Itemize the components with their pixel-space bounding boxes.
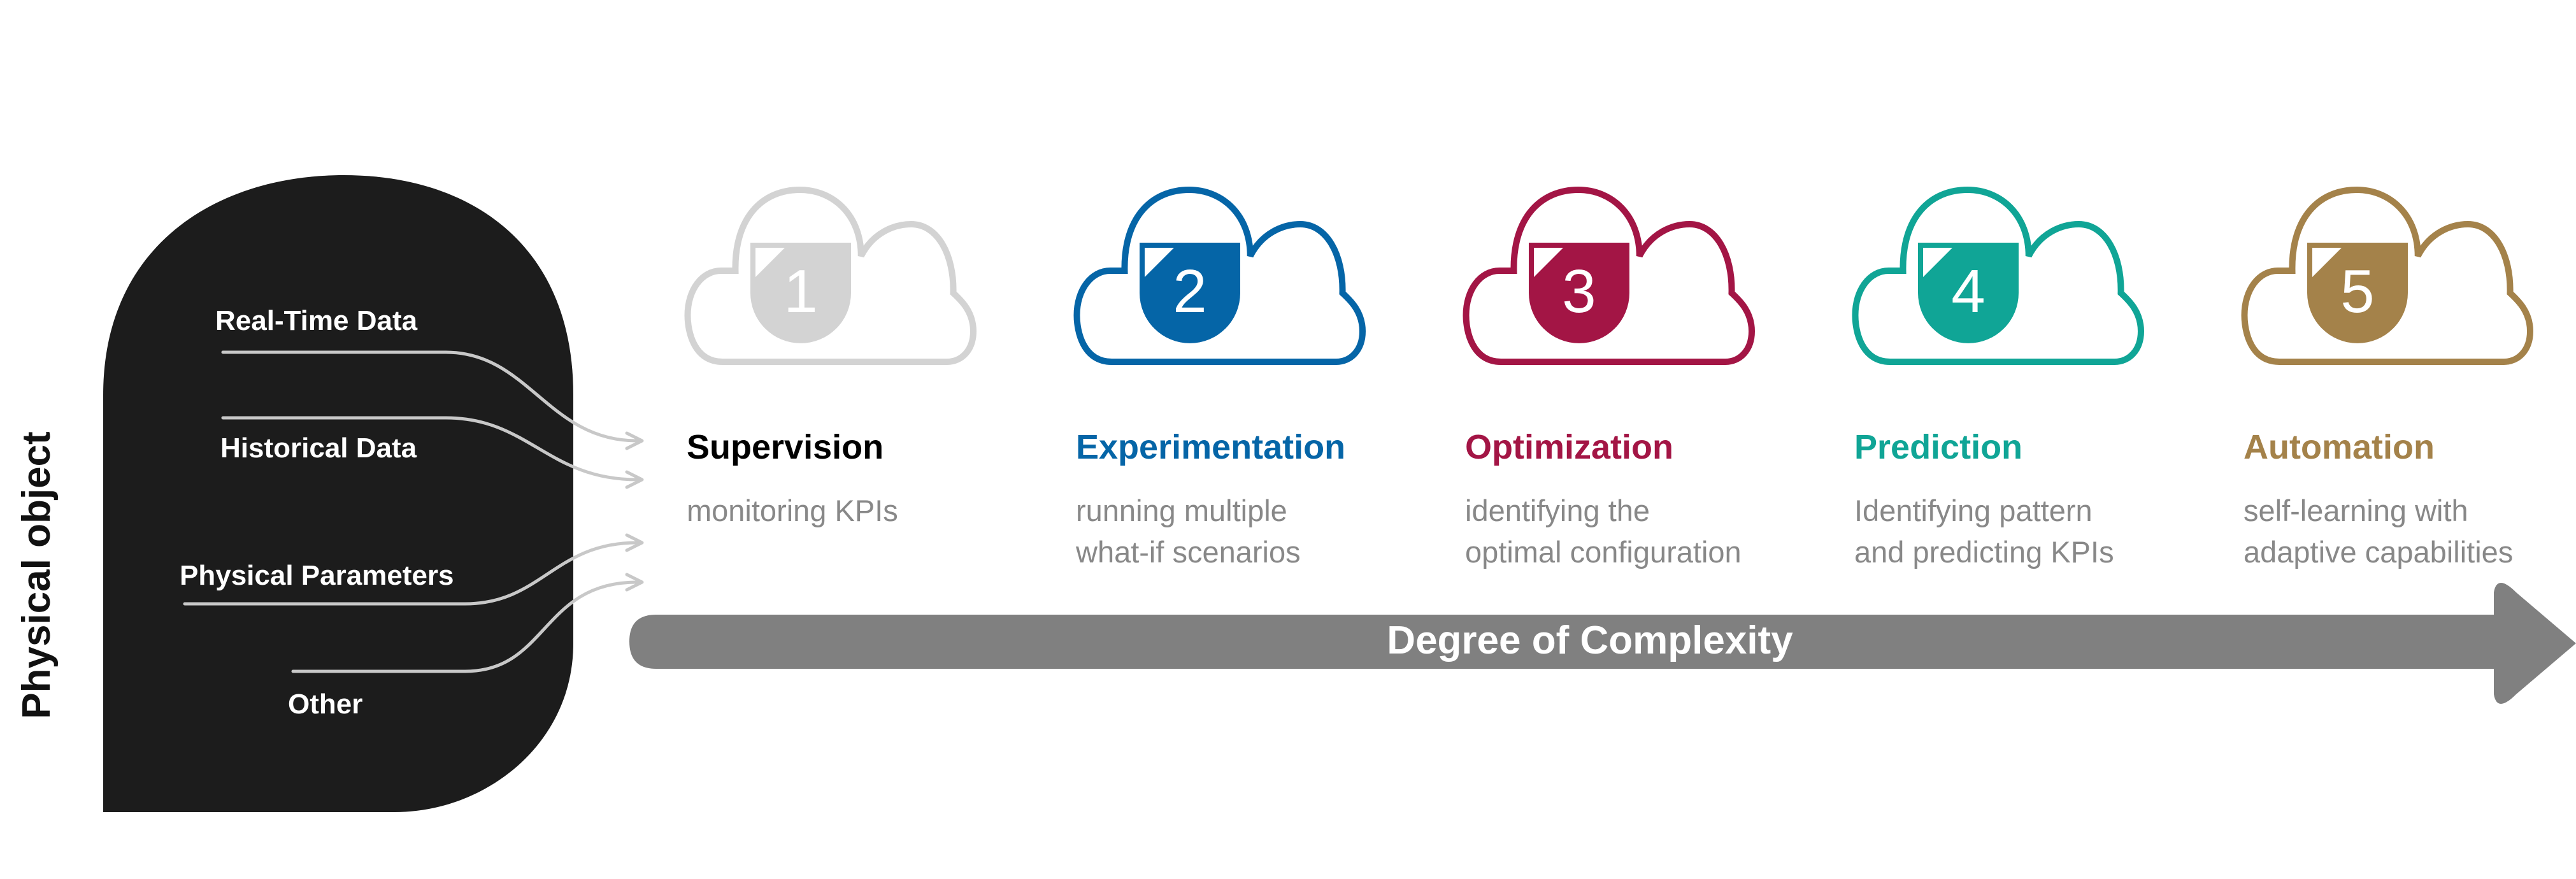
connector-other <box>291 580 639 673</box>
stage-badge-icon <box>750 243 851 343</box>
stage-badge-icon <box>1918 243 2019 343</box>
cloud-icon <box>2245 190 2531 362</box>
stage-number: 3 <box>1562 257 1596 325</box>
stage-description-line: running multiple <box>1076 494 1287 527</box>
stage-description-line: adaptive capabilities <box>2243 535 2513 569</box>
stage-number: 1 <box>784 257 817 325</box>
stage-description-line: self-learning with <box>2243 494 2468 527</box>
badge-corner-icon <box>1145 248 1174 277</box>
input-label-historical: Historical Data <box>220 432 417 464</box>
physical-object <box>103 175 573 812</box>
badge-corner-icon <box>1534 248 1563 277</box>
cloud-icon <box>688 190 974 362</box>
arrowhead-historical-icon <box>625 470 644 489</box>
stage-number: 2 <box>1173 257 1206 325</box>
stage-title: Prediction <box>1854 428 2022 466</box>
badge-corner-icon <box>755 248 785 277</box>
stage-badge-icon <box>2307 243 2408 343</box>
side-label: Physical object <box>15 431 59 718</box>
stage-description-line: Identifying pattern <box>1854 494 2093 527</box>
stage-badge-icon <box>1529 243 1629 343</box>
input-label-physical-parameters: Physical Parameters <box>180 560 454 591</box>
cloud-icon <box>1077 190 1363 362</box>
complexity-arrow <box>629 583 2576 704</box>
stage-description-line: identifying the <box>1465 494 1650 527</box>
stage-title: Optimization <box>1465 428 1673 466</box>
stage-title: Automation <box>2243 428 2435 466</box>
badge-corner-icon <box>2312 248 2342 277</box>
stage-description-line: what-if scenarios <box>1075 535 1301 569</box>
cloud-icon <box>1856 190 2142 362</box>
arrowhead-other-icon <box>625 573 644 592</box>
stage-title: Experimentation <box>1076 428 1345 466</box>
stage-title: Supervision <box>687 428 884 466</box>
connector-real-time <box>221 350 639 443</box>
cloud-icon <box>1466 190 1752 362</box>
stage-description-line: optimal configuration <box>1465 535 1742 569</box>
input-label-real-time: Real-Time Data <box>215 305 418 336</box>
stage-description-line: and predicting KPIs <box>1854 535 2114 569</box>
connector-physical-parameters <box>183 541 639 606</box>
arrowhead-real-time-icon <box>625 431 644 450</box>
connector-historical <box>221 416 639 482</box>
badge-corner-icon <box>1923 248 1952 277</box>
stage-description-line: monitoring KPIs <box>687 494 898 527</box>
stage-badge-icon <box>1140 243 1240 343</box>
complexity-arrow-label: Degree of Complexity <box>1387 618 1793 662</box>
arrowhead-physical-parameters-icon <box>625 533 644 552</box>
stage-number: 4 <box>1951 257 1985 325</box>
stage-number: 5 <box>2340 257 2374 325</box>
input-label-other: Other <box>288 689 362 720</box>
